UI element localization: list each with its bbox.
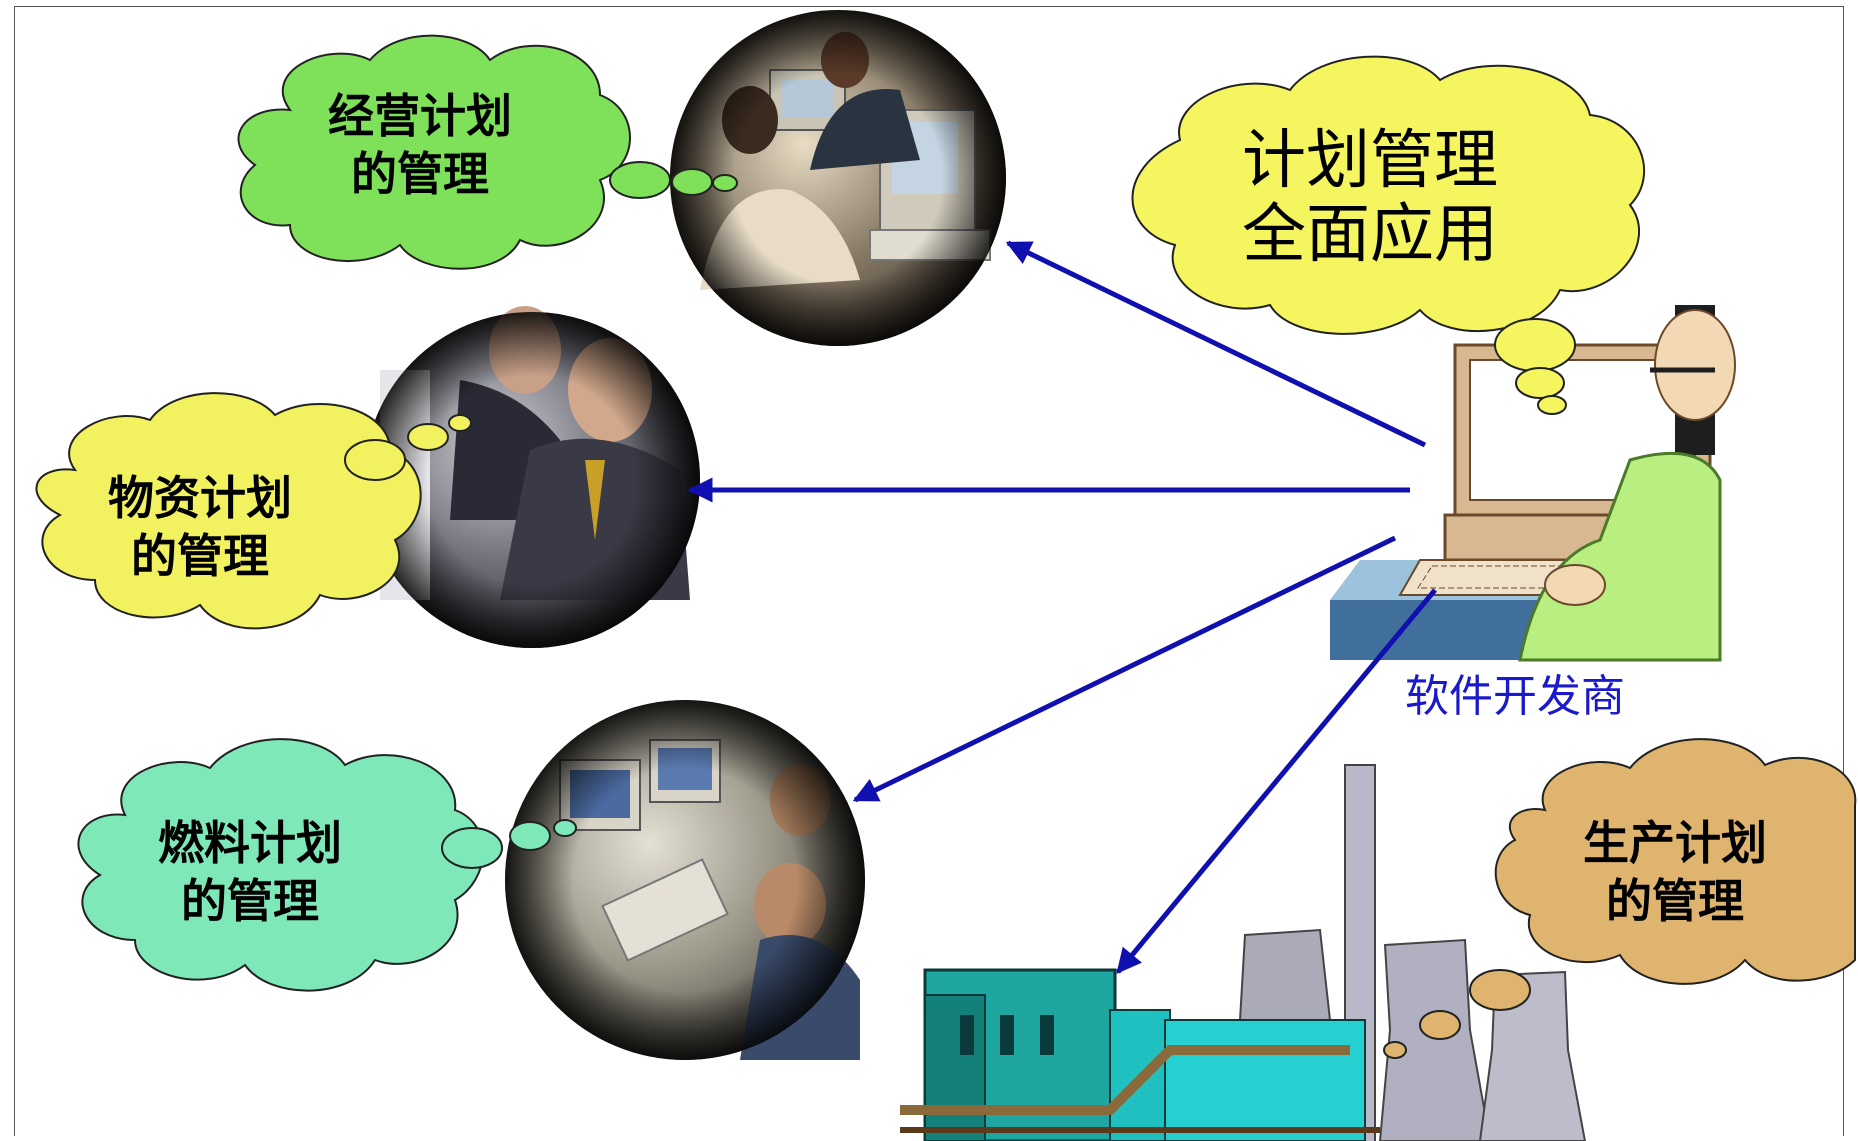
arrows xyxy=(687,240,1437,974)
cloud-production xyxy=(1383,738,1857,1059)
cloud-material-line2: 的管理 xyxy=(131,528,269,583)
cloud-fuel-line2: 的管理 xyxy=(181,873,319,928)
vendor-label: 软件开发商 xyxy=(1405,671,1625,722)
developer-at-computer-clipart xyxy=(1330,305,1736,662)
cloud-business-text: 经营计划 的管理 xyxy=(300,88,540,203)
cloud-fuel xyxy=(77,738,577,992)
cloud-production-text: 生产计划 的管理 xyxy=(1555,815,1795,930)
cloud-material-text: 物资计划 的管理 xyxy=(80,470,320,585)
arrow-to-plant xyxy=(1116,588,1437,974)
control-room-photo xyxy=(505,700,865,1060)
power-plant-clipart xyxy=(900,764,1587,1141)
arrow-to-business xyxy=(1005,240,1427,448)
cloud-fuel-line1: 燃料计划 xyxy=(158,816,342,870)
slide-frame xyxy=(14,6,1844,1136)
cloud-overall-line2: 全面应用 xyxy=(1242,197,1498,272)
cloud-production-line1: 生产计划 xyxy=(1583,816,1767,870)
executives-photo xyxy=(364,306,700,648)
cloud-overall-text: 计划管理 全面应用 xyxy=(1210,124,1530,272)
cloud-business xyxy=(237,34,738,270)
cloud-overall xyxy=(1131,55,1646,415)
cloud-production-line2: 的管理 xyxy=(1606,873,1744,928)
arrow-to-fuel xyxy=(852,535,1397,803)
office-workers-photo xyxy=(670,10,1006,346)
cloud-overall-line1: 计划管理 xyxy=(1242,124,1498,198)
cloud-material-line1: 物资计划 xyxy=(108,471,292,525)
cloud-material xyxy=(35,392,472,630)
cloud-fuel-text: 燃料计划 的管理 xyxy=(130,815,370,930)
cloud-business-line2: 的管理 xyxy=(351,146,489,201)
cloud-business-line1: 经营计划 xyxy=(328,89,512,143)
